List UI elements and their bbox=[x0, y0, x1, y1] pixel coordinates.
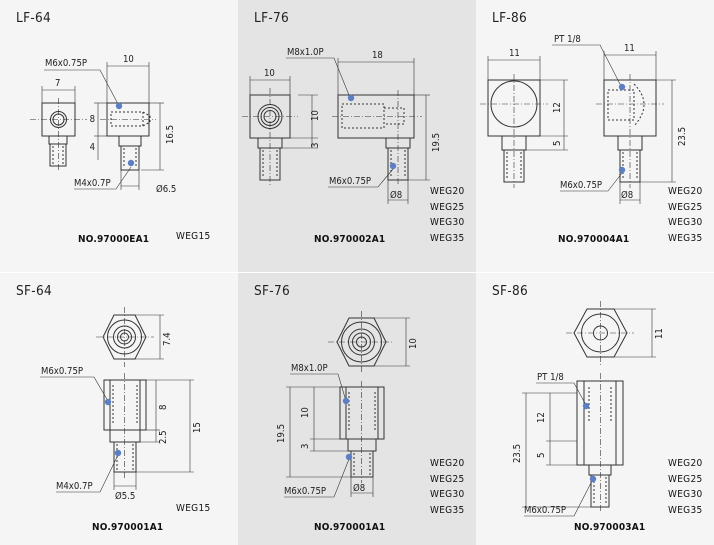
part-number: NO.970003A1 bbox=[574, 522, 646, 533]
weg-list: WEG20 WEG25 WEG30 WEG35 bbox=[430, 456, 465, 518]
dim-hex: 7.4 bbox=[162, 332, 173, 346]
weg-model: WEG20 bbox=[430, 458, 465, 469]
weg-model: WEG25 bbox=[430, 201, 465, 213]
weg-model: WEG20 bbox=[668, 458, 703, 469]
dim-diameter: Ø5.5 bbox=[115, 491, 135, 502]
model-name: SF-76 bbox=[254, 283, 291, 299]
top-thread-callout: M6x0.75P bbox=[41, 366, 83, 377]
weg-model: WEG25 bbox=[668, 473, 703, 485]
technical-drawing: 10 18 10 3 19.5 Ø8 M8x1.0P M6x0.75P bbox=[242, 47, 442, 204]
technical-drawing: 7 10 8 4 16.5 Ø6.5 M6x0.75P M4x0.7P bbox=[30, 54, 176, 195]
dim-width-side: 18 bbox=[372, 50, 383, 61]
dim-body-height: 12 bbox=[552, 102, 563, 113]
dim-diameter: Ø6.5 bbox=[156, 184, 176, 195]
weg-list: WEG20 WEG25 WEG30 WEG35 bbox=[668, 456, 703, 518]
dim-body-height: 10 bbox=[310, 110, 321, 121]
weg-model: WEG35 bbox=[668, 504, 703, 516]
weg-model: WEG30 bbox=[430, 489, 465, 500]
dim-small-height: 4 bbox=[90, 142, 95, 153]
weg-model: WEG15 bbox=[176, 231, 211, 242]
weg-model: WEG35 bbox=[430, 232, 465, 244]
weg-model: WEG30 bbox=[668, 489, 703, 500]
item-lf-64: LF-64 bbox=[0, 0, 238, 272]
top-thread-callout: M8x1.0P bbox=[291, 363, 328, 374]
dim-small-height: 3 bbox=[300, 444, 311, 449]
dim-width-front: 11 bbox=[509, 48, 520, 59]
bottom-thread-callout: M4x0.7P bbox=[74, 178, 111, 189]
item-lf-86: LF-86 bbox=[476, 0, 714, 272]
dim-body-height: 10 bbox=[300, 407, 311, 418]
model-name: LF-86 bbox=[492, 10, 528, 26]
part-number: NO.970001A1 bbox=[314, 522, 386, 533]
item-lf-76: LF-76 bbox=[238, 0, 476, 272]
dim-total-height: 23.5 bbox=[512, 444, 523, 463]
dim-body-height: 8 bbox=[90, 114, 95, 125]
top-thread-callout: PT 1/8 bbox=[554, 34, 581, 45]
item-sf-64: SF-64 bbox=[0, 273, 238, 545]
dim-total-height: 23.5 bbox=[677, 127, 688, 146]
top-thread-callout: PT 1/8 bbox=[537, 372, 564, 383]
weg-model: WEG25 bbox=[668, 201, 703, 213]
weg-model: WEG30 bbox=[668, 217, 703, 228]
top-thread-callout: M6x0.75P bbox=[45, 58, 87, 69]
dim-hex: 11 bbox=[654, 328, 665, 339]
technical-drawing: 10 10 3 19.5 Ø8 M8x1.0P M6x0.75P bbox=[276, 311, 419, 498]
bottom-thread-callout: M4x0.7P bbox=[56, 481, 93, 492]
part-number: NO.97000EA1 bbox=[78, 234, 150, 245]
dim-width-side: 10 bbox=[123, 54, 134, 65]
dim-diameter: Ø8 bbox=[353, 483, 365, 494]
weg-model: WEG35 bbox=[668, 232, 703, 244]
dim-width-front: 7 bbox=[55, 78, 60, 89]
top-thread-callout: M8x1.0P bbox=[287, 47, 324, 58]
bottom-thread-callout: M6x0.75P bbox=[284, 486, 326, 497]
bottom-thread-callout: M6x0.75P bbox=[560, 180, 602, 191]
model-name: SF-86 bbox=[492, 283, 529, 299]
technical-drawing: 7.4 8 2.5 15 Ø5.5 M6x0.75P M4x0.7P bbox=[40, 307, 203, 502]
bottom-thread-callout: M6x0.75P bbox=[524, 505, 566, 516]
weg-model: WEG25 bbox=[430, 473, 465, 485]
dim-body-height: 12 bbox=[536, 412, 547, 423]
weg-list: WEG15 bbox=[176, 229, 211, 245]
weg-model: WEG35 bbox=[430, 504, 465, 516]
weg-list: WEG15 bbox=[176, 501, 211, 517]
weg-model: WEG20 bbox=[430, 186, 465, 197]
dim-small-height: 5 bbox=[552, 141, 563, 146]
dim-diameter: Ø8 bbox=[621, 190, 633, 201]
part-number: NO.970001A1 bbox=[92, 522, 164, 533]
dim-total-height: 16.5 bbox=[165, 125, 176, 144]
dim-small-height: 5 bbox=[536, 453, 547, 458]
weg-list: WEG20 WEG25 WEG30 WEG35 bbox=[430, 184, 465, 246]
dim-total-height: 19.5 bbox=[431, 133, 442, 152]
item-sf-86: SF-86 bbox=[476, 273, 714, 545]
dim-small-height: 3 bbox=[310, 143, 321, 148]
weg-model: WEG30 bbox=[430, 217, 465, 228]
dim-width-side: 11 bbox=[624, 43, 635, 54]
part-number: NO.970002A1 bbox=[314, 234, 386, 245]
bottom-thread-callout: M6x0.75P bbox=[329, 176, 371, 187]
dim-width-front: 10 bbox=[264, 68, 275, 79]
dim-total-height: 15 bbox=[192, 422, 203, 433]
weg-list: WEG20 WEG25 WEG30 WEG35 bbox=[668, 184, 703, 246]
model-name: SF-64 bbox=[16, 283, 53, 299]
model-name: LF-64 bbox=[16, 10, 52, 26]
dim-total-height: 19.5 bbox=[276, 424, 287, 443]
technical-drawing: 11 12 5 23.5 PT 1/8 M6x0.75P bbox=[512, 301, 665, 517]
weg-model: WEG15 bbox=[176, 503, 211, 514]
item-sf-76: SF-76 bbox=[238, 273, 476, 545]
dim-body-height: 8 bbox=[158, 405, 169, 410]
part-number: NO.970004A1 bbox=[558, 234, 630, 245]
technical-drawing: 11 11 12 5 23.5 Ø8 PT 1/8 M6x0.75P bbox=[480, 34, 688, 204]
dim-small-height: 2.5 bbox=[158, 430, 169, 444]
dim-hex: 10 bbox=[408, 338, 419, 349]
dim-diameter: Ø8 bbox=[390, 190, 402, 201]
weg-model: WEG20 bbox=[668, 186, 703, 197]
model-name: LF-76 bbox=[254, 10, 290, 26]
